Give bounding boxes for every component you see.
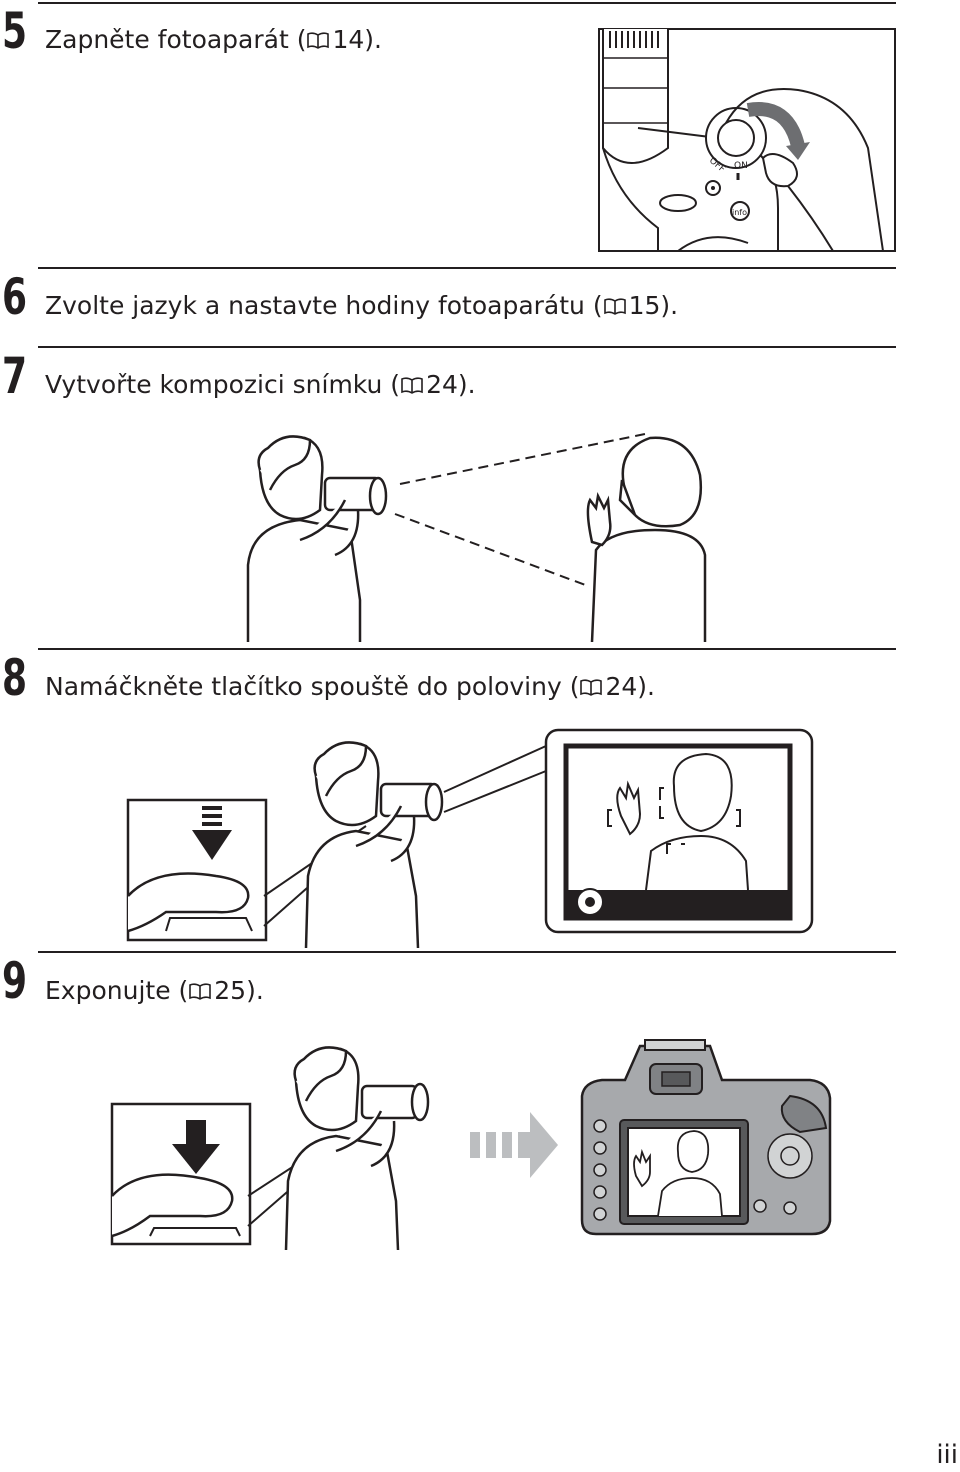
step-5-number: 5: [2, 2, 28, 60]
step-9-page-ref: 25: [214, 976, 247, 1005]
step-6-text: Zvolte jazyk a nastavte hodiny fotoapará…: [45, 293, 678, 318]
page-number: iii: [936, 1440, 958, 1470]
step-5-page-ref: 14: [332, 25, 365, 54]
step-6-rule: [38, 267, 896, 269]
book-reference-icon: [307, 32, 330, 49]
step-6-text-after: ).: [660, 291, 679, 320]
step-9-number: 9: [2, 952, 28, 1010]
step-7-rule: [38, 346, 896, 348]
step-9-text-after: ).: [246, 976, 264, 1005]
step-8-text-after: ).: [637, 672, 655, 701]
step-6-text-before: Zvolte jazyk a nastavte hodiny fotoapará…: [45, 291, 603, 320]
book-reference-icon: [580, 679, 603, 696]
half-press-illustration: [126, 726, 816, 948]
step-5-rule: [38, 2, 896, 4]
step-9-text: Exponujte ( 25).: [45, 978, 264, 1003]
step-7-number: 7: [2, 347, 28, 405]
step-8-text-before: Namáčkněte tlačítko spouště do poloviny …: [45, 672, 580, 701]
step-7-page-ref: 24: [426, 370, 458, 399]
book-reference-icon: [401, 377, 423, 394]
step-8-text: Namáčkněte tlačítko spouště do poloviny …: [45, 674, 655, 699]
step-7-text-before: Vytvořte kompozici snímku (: [45, 370, 401, 399]
book-reference-icon: [603, 298, 626, 315]
step-8-page-ref: 24: [605, 672, 638, 701]
step-5-text: Zapněte fotoaparát ( 14).: [45, 27, 382, 52]
power-switch-on-label: ON: [734, 161, 748, 171]
step-9-text-before: Exponujte (: [45, 976, 189, 1005]
step-8-number: 8: [2, 649, 28, 707]
expose-illustration: [110, 1036, 832, 1250]
info-button-label: info: [732, 208, 747, 217]
step-6-number: 6: [2, 268, 28, 326]
step-7-text: Vytvořte kompozici snímku ( 24).: [45, 372, 476, 397]
step-6-page-ref: 15: [628, 291, 661, 320]
book-reference-icon: [189, 983, 212, 1000]
step-5-text-after: ).: [364, 25, 382, 54]
step-9-rule: [38, 951, 896, 953]
compose-illustration: [240, 430, 710, 642]
power-switch-illustration: OFF ON info: [598, 28, 896, 252]
step-5-text-before: Zapněte fotoaparát (: [45, 25, 307, 54]
step-7-text-after: ).: [457, 370, 476, 399]
step-8-rule: [38, 648, 896, 650]
